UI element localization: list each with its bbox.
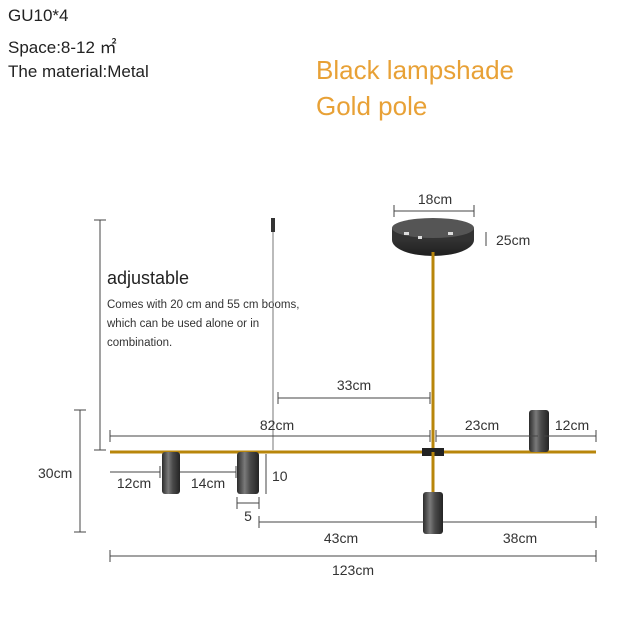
highlight-pole: Gold pole [316,91,428,121]
spec-material: The material:Metal [8,62,149,81]
ceiling-canopy [392,218,474,256]
highlight-lampshade: Black lampshade [316,55,514,85]
dim-canopy-height: 25cm [496,232,530,248]
dim-rod-offset: 33cm [337,377,371,393]
spec-space: Space:8-12 ㎡ [8,38,117,57]
lamp-shade-4 [529,410,549,452]
dim-canopy-width: 18cm [418,191,452,207]
lamp-shade-1 [162,452,180,494]
dim-shade-right: 12cm [555,417,589,433]
dim-shade-left-2: 14cm [191,475,225,491]
spec-bulb-type: GU10*4 [8,6,69,25]
adjustable-note: Comes with 20 cm and 55 cm booms, which … [107,299,300,349]
dim-lower-right: 38cm [503,530,537,546]
dim-bar-left: 82cm [260,417,294,433]
dim-bar-right: 23cm [465,417,499,433]
dim-total: 123cm [332,562,374,578]
dim-drop-height: 30cm [38,465,72,481]
suspension-wire [271,218,275,450]
dim-shade-gap: 5 [244,508,252,524]
dim-lower-left: 43cm [324,530,358,546]
adjustable-title: adjustable [107,268,190,288]
dim-shade-left-1: 12cm [117,475,151,491]
lamp-shade-2 [237,452,259,494]
lamp-shade-3 [423,452,443,534]
dim-shade-height: 10 [272,468,288,484]
